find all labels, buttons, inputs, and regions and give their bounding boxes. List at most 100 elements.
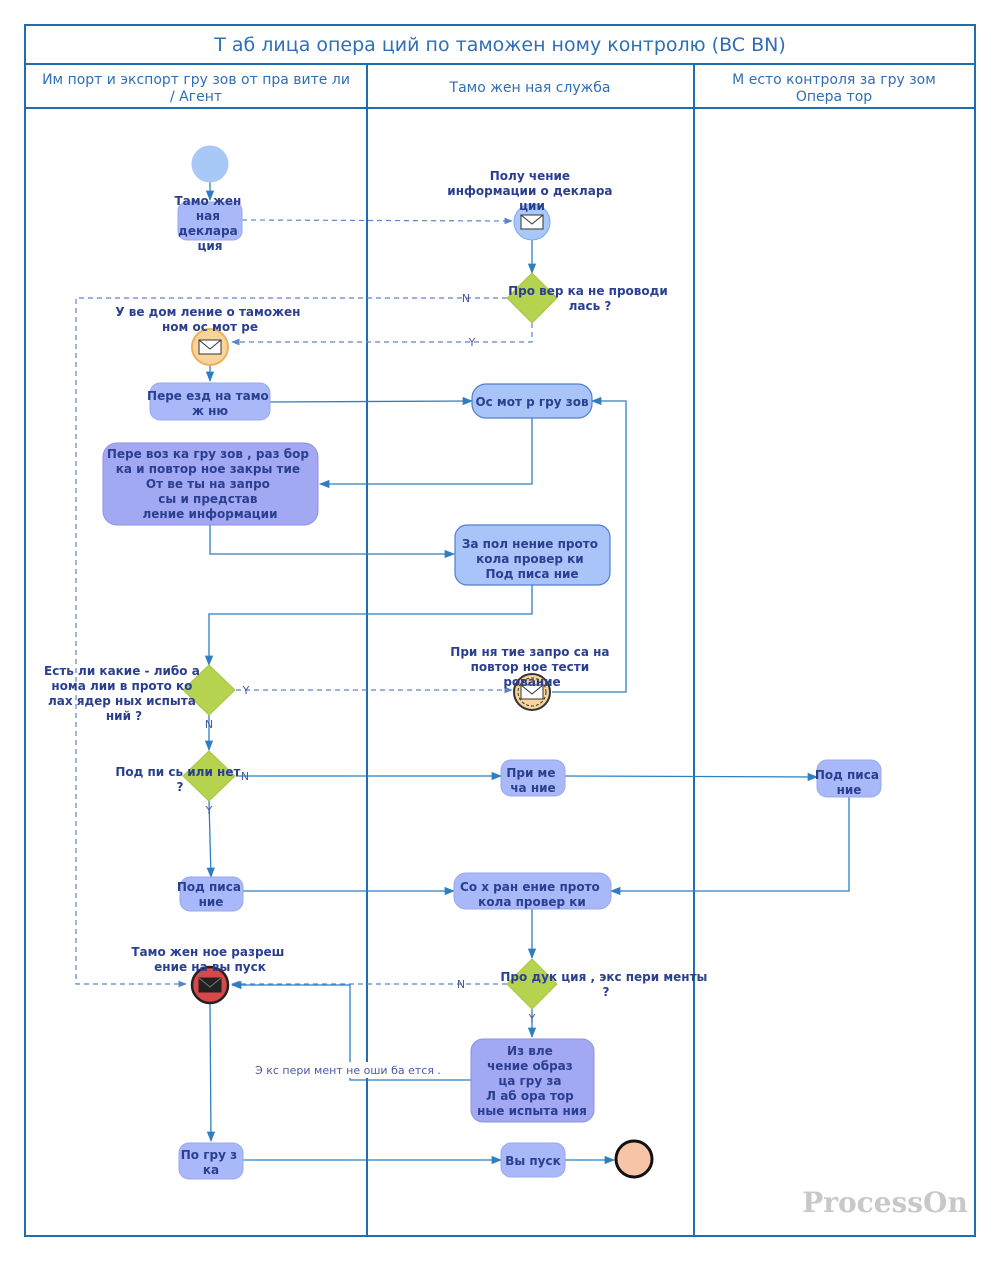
envelope-icon xyxy=(520,214,544,230)
node-label: ж ню xyxy=(192,404,228,418)
envelope-icon xyxy=(198,977,222,993)
processon-watermark: ProcessOn xyxy=(802,1186,968,1219)
envelope-icon xyxy=(198,339,222,355)
svg-text:По гру з ка: По гру з ка xyxy=(181,1148,241,1177)
gateway-check-not-done xyxy=(506,272,558,324)
node-label: чение образ xyxy=(487,1059,573,1073)
task-transport-unpack xyxy=(102,442,319,526)
edge-label-product-yes: Y xyxy=(528,1012,536,1025)
node-label: ца гру за xyxy=(498,1074,561,1088)
svg-text:Тамо жен ная деклара: Тамо жен ная деклара ция xyxy=(174,194,245,253)
node-label: ление информации xyxy=(143,507,278,521)
svg-text:У ве дом ление о таможен н: У ве дом ление о таможен ном ос мот ре xyxy=(115,305,304,334)
node-label: ение на вы пуск xyxy=(154,960,266,974)
node-label: Пере воз ка гру зов , раз бор xyxy=(107,447,310,461)
node-label: Со х ран ение прото xyxy=(460,880,600,894)
svg-text:Про дук ция , экс пери менты: Про дук ция , экс пери менты ? xyxy=(500,970,711,999)
node-label: нома лии в прото ко xyxy=(51,679,192,693)
node-label: Есть ли какие - либо а xyxy=(44,664,200,678)
gateway-protocol-anomalies xyxy=(182,664,236,716)
node-label: Про вер ка не проводи xyxy=(508,284,668,298)
node-label: ние xyxy=(837,783,862,797)
lane-subtitle-importer: / Агент xyxy=(170,89,222,105)
node-label: ная xyxy=(196,209,220,223)
task-travel-to-customs xyxy=(149,382,271,421)
task-customs-declaration xyxy=(177,201,243,241)
node-label: Под писа ние xyxy=(485,567,578,581)
svg-text:За пол нение прото кола пр: За пол нение прото кола провер ки Под пи… xyxy=(462,537,602,581)
gateway-sign-or-not xyxy=(182,750,236,802)
task-signing xyxy=(179,876,244,912)
node-label: ка xyxy=(203,1163,219,1177)
node-label: ний ? xyxy=(106,709,142,723)
end-event xyxy=(614,1139,654,1179)
node-label: Л аб ора тор xyxy=(486,1089,574,1103)
node-label: ча ние xyxy=(510,781,555,795)
node-label: Из вле xyxy=(507,1044,553,1058)
node-label: ные испыта ния xyxy=(477,1104,587,1118)
node-label: При ня тие запро са на xyxy=(450,645,609,659)
task-save-protocol xyxy=(453,872,612,910)
svg-text:Со х ран ение прото кола п: Со х ран ение прото кола провер ки xyxy=(460,880,604,909)
svg-text:Под писа ние: Под писа ние xyxy=(815,768,883,797)
task-fill-protocol xyxy=(454,524,611,586)
connectors xyxy=(75,182,850,1165)
svg-text:Из вле чение образ ца: Из вле чение образ ца гру за Л аб ора то… xyxy=(477,1044,587,1118)
node-label: сы и представ xyxy=(158,492,258,506)
edge-label-check-no: N xyxy=(462,292,470,305)
node-label: По гру з xyxy=(181,1148,237,1162)
task-release xyxy=(500,1142,566,1178)
diagram-frame xyxy=(24,24,976,1237)
edge-label-sign-yes: Y xyxy=(205,804,213,817)
node-label: деклара xyxy=(178,224,238,238)
node-label: Пере езд на тамо xyxy=(147,389,269,403)
node-label: лась ? xyxy=(569,299,612,313)
node-label: Под пи сь или нет xyxy=(115,765,240,779)
node-label: кола провер ки xyxy=(478,895,586,909)
node-label: кола провер ки xyxy=(476,552,584,566)
svg-text:Пере езд на тамо ж ню: Пере езд на тамо ж ню xyxy=(147,389,273,418)
node-label: лах ядер ных испыта xyxy=(48,694,196,708)
svg-text:При ня тие запро са на пов: При ня тие запро са на повтор ное тести … xyxy=(450,645,613,689)
edge-label-check-yes: Y xyxy=(468,336,476,349)
svg-text:Про вер ка не проводи лась: Про вер ка не проводи лась ? xyxy=(508,284,672,313)
node-label: При ме xyxy=(506,766,555,780)
task-remark xyxy=(500,759,566,797)
svg-text:При ме ча ние: При ме ча ние xyxy=(506,766,559,795)
node-label: Ос мот р гру зов xyxy=(475,395,589,409)
edge-label-sign-no: N xyxy=(241,770,249,783)
task-operator-signing xyxy=(816,759,882,798)
task-cargo-inspection xyxy=(471,383,593,419)
svg-text:Тамо жен ное разреш ение н: Тамо жен ное разреш ение на вы пуск xyxy=(131,945,288,974)
start-event xyxy=(191,145,229,183)
node-label: Вы пуск xyxy=(505,1154,561,1168)
node-label: повтор ное тести xyxy=(471,660,590,674)
lane-subtitle-operator: Опера тор xyxy=(796,89,872,105)
node-label: Под писа xyxy=(815,768,879,782)
node-label: Тамо жен ное разреш xyxy=(131,945,284,959)
node-label: За пол нение прото xyxy=(462,537,598,551)
node-label: ? xyxy=(177,780,184,794)
diagram-title: Т аб лица опера ций по таможен ному конт… xyxy=(213,34,786,56)
node-label: информации о деклара xyxy=(447,184,612,198)
node-label: Тамо жен xyxy=(174,194,241,208)
svg-text:Пере воз ка гру зов , раз бо: Пере воз ка гру зов , раз бор ка и повто… xyxy=(107,447,313,521)
node-label: ции xyxy=(519,199,545,213)
node-label: ? xyxy=(603,985,610,999)
node-label: рование xyxy=(503,675,560,689)
node-label: От ве ты на запро xyxy=(146,477,270,491)
edge-label-product-no: N xyxy=(457,978,465,991)
edge-label-experiment-failed: Э кс пери мент не оши ба ется . xyxy=(255,1064,441,1077)
svg-text:Есть ли какие - либо а ном: Есть ли какие - либо а нома лии в прото … xyxy=(44,664,204,723)
lane-title-importer: Им порт и экспорт гру зов от пра вите ли xyxy=(42,72,350,88)
gateway-product-or-experiment xyxy=(506,958,558,1010)
edge-label-anomaly-yes: Y xyxy=(242,684,250,697)
lane-title-control-place: М есто контроля за гру зом xyxy=(732,72,936,88)
node-label: Про дук ция , экс пери менты xyxy=(500,970,707,984)
svg-text:Под писа ние: Под писа ние xyxy=(177,880,245,909)
lane-title-customs: Тамо жен ная служба xyxy=(449,80,611,96)
node-label: Полу чение xyxy=(490,169,570,183)
task-loading xyxy=(178,1142,244,1180)
task-extract-sample-lab-tests xyxy=(470,1038,595,1123)
